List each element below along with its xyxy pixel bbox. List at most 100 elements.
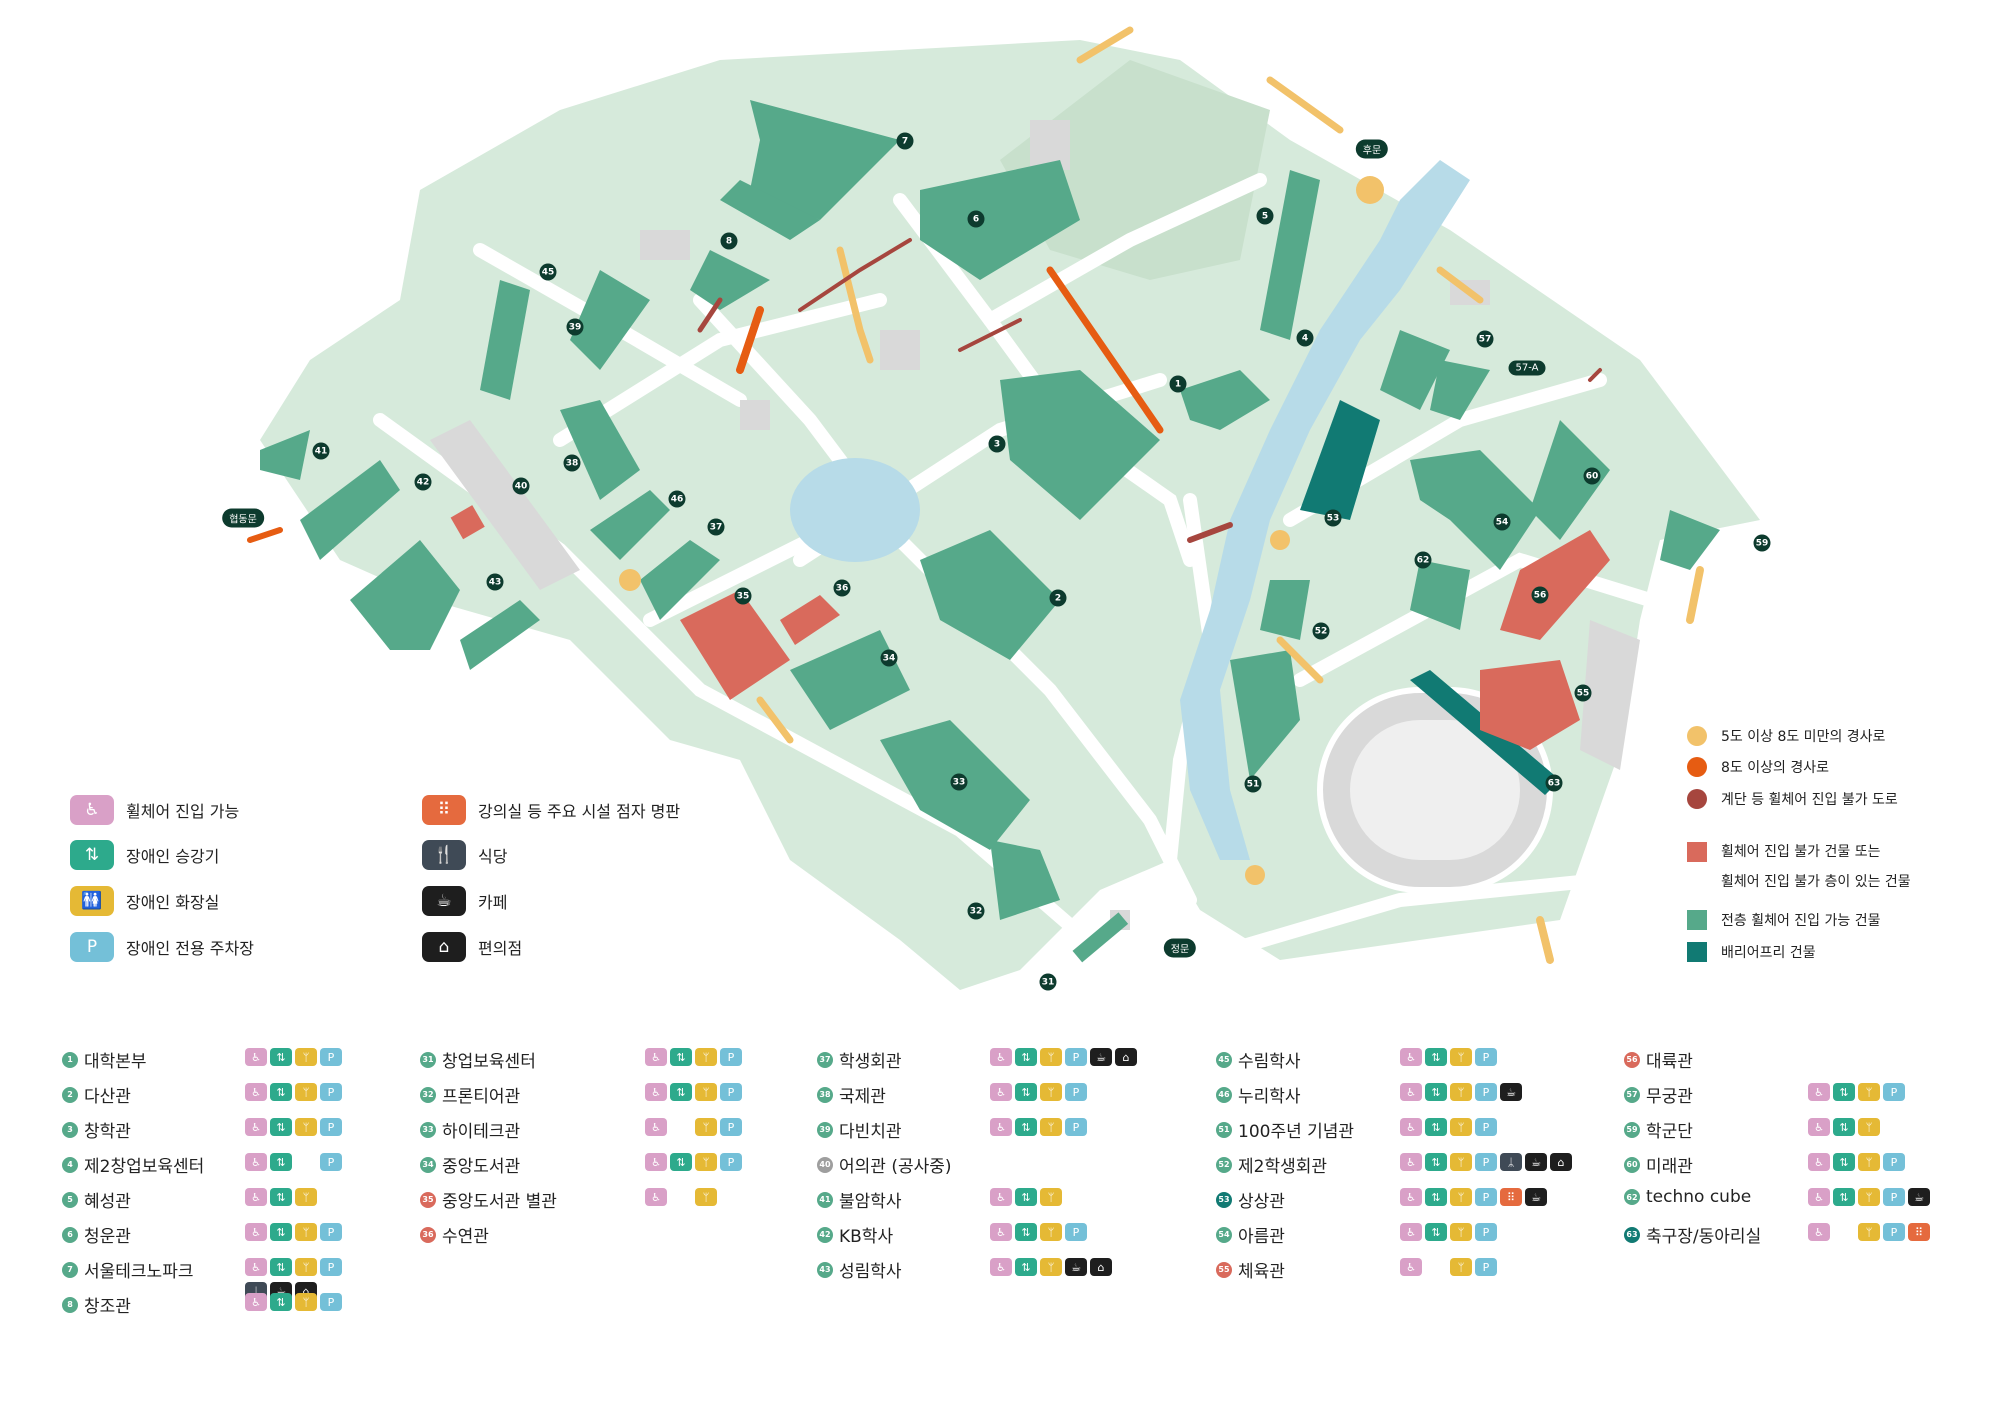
map-marker-31[interactable]: 31 [1039,973,1057,991]
building-number-badge: 51 [1216,1121,1232,1138]
cafe-icon: ☕ [1090,1048,1112,1066]
map-marker-3[interactable]: 3 [988,435,1006,453]
map-marker-35[interactable]: 35 [734,587,752,605]
back-gate-label[interactable]: 후문 [1355,139,1389,159]
map-marker-62[interactable]: 62 [1414,551,1432,569]
legend-label: 휠체어 진입 불가 건물 또는 [1721,844,1881,860]
building-name: 청운관 [84,1227,131,1247]
map-marker-57[interactable]: 57 [1476,330,1494,348]
stairs-swatch [1687,789,1707,809]
elevator-icon: ⇅ [270,1048,292,1066]
map-marker-53[interactable]: 53 [1324,509,1342,527]
east-gate-label[interactable]: 협동문 [222,508,264,528]
building-name: 어의관 (공사중) [839,1157,952,1177]
building-name: 성림학사 [839,1262,902,1282]
map-marker-33[interactable]: 33 [950,773,968,791]
building-name: 중앙도서관 [442,1157,521,1177]
map-marker-40[interactable]: 40 [512,477,530,495]
parking-icon: P [320,1048,342,1066]
braille-icon: ⠿ [422,795,466,825]
toilet-icon: ᛘ [1858,1083,1880,1101]
map-marker-36[interactable]: 36 [833,579,851,597]
parking-icon: P [720,1083,742,1101]
map-marker-60[interactable]: 60 [1583,467,1601,485]
map-marker-7[interactable]: 7 [896,132,914,150]
parking-icon: P [1475,1153,1497,1171]
map-marker-63[interactable]: 63 [1545,774,1563,792]
map-marker-4[interactable]: 4 [1296,329,1314,347]
map-marker-51[interactable]: 51 [1244,775,1262,793]
legend-wheelchair: ♿휠체어 진입 가능 [70,795,239,825]
map-marker-56[interactable]: 56 [1531,586,1549,604]
map-marker-38[interactable]: 38 [563,454,581,472]
map-marker-54[interactable]: 54 [1493,513,1511,531]
map-marker-6[interactable]: 6 [967,210,985,228]
map-marker-2[interactable]: 2 [1049,589,1067,607]
map-marker-37[interactable]: 37 [707,518,725,536]
toilet-icon: ᛘ [695,1188,717,1206]
map-marker-55[interactable]: 55 [1574,684,1592,702]
map-marker-32[interactable]: 32 [967,902,985,920]
building-name: techno cube [1646,1187,1752,1207]
building-57a-label[interactable]: 57-A [1508,360,1546,376]
map-marker-5[interactable]: 5 [1256,207,1274,225]
map-marker-46[interactable]: 46 [668,490,686,508]
map-marker-52[interactable]: 52 [1312,622,1330,640]
elevator-icon: ⇅ [670,1048,692,1066]
building-name: 100주년 기념관 [1238,1122,1355,1142]
building-list-item[interactable]: 51 100주년 기념관 [1216,1117,1354,1142]
map-marker-59[interactable]: 59 [1753,534,1771,552]
map-marker-34[interactable]: 34 [880,649,898,667]
map-marker-41[interactable]: 41 [312,442,330,460]
legend-label: 식당 [478,847,508,866]
main-gate-label[interactable]: 정문 [1163,938,1197,958]
map-marker-39[interactable]: 39 [566,318,584,336]
building-name: 학생회관 [839,1052,902,1072]
map-marker-42[interactable]: 42 [414,473,432,491]
wheelchair-icon: ♿ [645,1083,667,1101]
building-number-badge: 42 [817,1226,833,1243]
map-marker-8[interactable]: 8 [720,232,738,250]
toilet-icon: ᛘ [295,1083,317,1101]
map-marker-43[interactable]: 43 [486,573,504,591]
map-marker-45[interactable]: 45 [539,263,557,281]
map-marker-1[interactable]: 1 [1169,375,1187,393]
wheelchair-icon: ♿ [1400,1153,1422,1171]
toilet-icon: ᛘ [1858,1223,1880,1241]
